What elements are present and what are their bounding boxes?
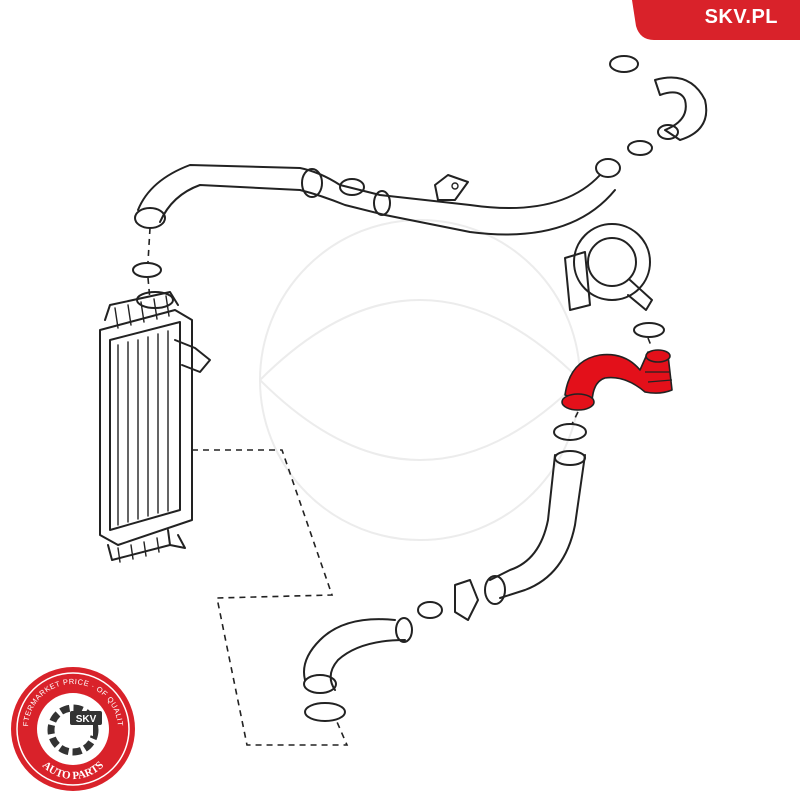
site-label: SKV.PL	[704, 6, 778, 28]
skv-auto-parts-logo: SKV AFTERMARKET PRICE · OF QUALITY AUTO …	[8, 664, 135, 791]
upper-intake-pipe	[132, 55, 708, 301]
logo-center-text: SKV	[76, 714, 97, 725]
brand-tab	[632, 0, 800, 40]
routing-lines	[192, 337, 653, 746]
turbocharger	[564, 223, 665, 338]
intercooler	[99, 291, 211, 563]
highlighted-charge-air-hose	[561, 349, 673, 411]
lower-intake-pipe	[303, 423, 587, 722]
watermark	[259, 219, 582, 541]
